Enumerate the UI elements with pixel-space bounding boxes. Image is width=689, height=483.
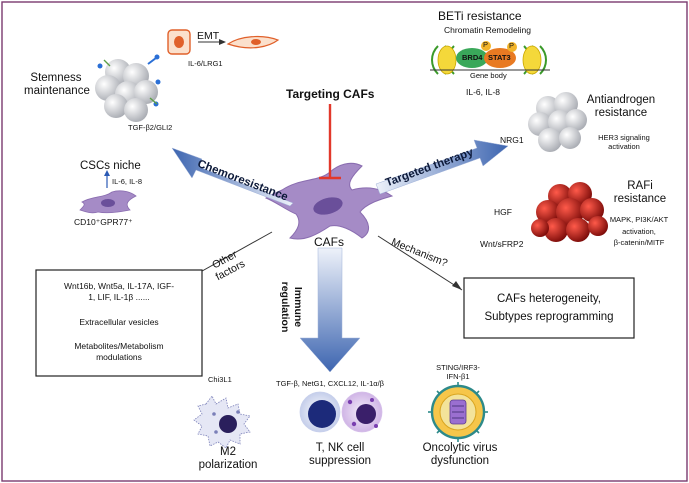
virus-title: Oncolytic virus dysfunction <box>408 442 512 468</box>
metabolism-line1: Metabolites/Metabolism <box>74 341 164 351</box>
antiandrogen-title: Antiandrogen resistance <box>578 94 664 120</box>
stat3-label: STAT3 <box>488 53 511 62</box>
emt-label: EMT <box>197 30 220 42</box>
stemness-title: Stemness maintenance <box>24 72 90 98</box>
m2-title-line2: polarization <box>198 459 258 472</box>
gene-body-label: Gene body <box>470 71 507 80</box>
other-factors-items: Wnt16b, Wnt5a, IL-17A, IGF- 1, LIF, IL-1… <box>38 281 200 303</box>
virus-factor-line1: STING/IRF3- <box>436 363 480 372</box>
immune-regulation-label: Immune regulation <box>278 262 304 352</box>
tnk-title: T, NK cell suppression <box>290 442 390 468</box>
rafi-factor-wnt: Wnt/sFRP2 <box>480 239 524 249</box>
beti-chromatin-diagram <box>430 41 550 75</box>
stemness-title-line1: Stemness <box>30 72 82 84</box>
immune-label-line1: Immune <box>292 286 304 328</box>
rafi-note-line2: activation, <box>622 226 656 236</box>
targeting-cafs-label: Targeting CAFs <box>286 87 375 101</box>
mechanism-text: CAFs heterogeneity, Subtypes reprogrammi… <box>466 290 632 327</box>
tnk-factor: TGF-β, NetG1, CXCL12, IL-1α/β <box>276 379 384 388</box>
rafi-title-line2: resistance <box>613 193 667 206</box>
antiandrogen-note: HER3 signaling activation <box>588 133 660 151</box>
m2-title-line1: M2 <box>220 446 236 458</box>
stemness-factor: TGF-β2/GLI2 <box>128 123 173 132</box>
metabolism-line2: modulations <box>96 352 142 363</box>
cafs-center-label: CAFs <box>314 235 344 249</box>
tnk-title-line2: suppression <box>308 455 371 468</box>
csc-niche-title: CSCs niche <box>80 160 141 172</box>
targeted-therapy-arrow <box>375 139 509 195</box>
beti-subtitle: Chromatin Remodeling <box>444 25 531 35</box>
antiandrogen-title-line2: resistance <box>594 107 648 120</box>
beti-factor: IL-6, IL-8 <box>466 87 501 97</box>
emt-epithelial-cell <box>167 29 191 55</box>
csc-niche-cell <box>79 170 137 214</box>
chemoresistance-arrow <box>171 147 294 207</box>
emt-mesenchymal-cell <box>226 35 280 49</box>
m2-factor: Chi3L1 <box>208 375 232 384</box>
virus-factor-line2: IFN-β1 <box>446 371 470 381</box>
stemness-spheroid <box>95 54 161 122</box>
emt-arrow <box>198 39 226 45</box>
t-cell <box>299 391 341 433</box>
antiandrogen-note-line1: HER3 signaling <box>598 133 650 142</box>
mechanism-line1: CAFs heterogeneity, <box>497 293 601 305</box>
csc-factor: IL-6, IL-8 <box>112 177 143 186</box>
immune-label-line2: regulation <box>278 281 291 333</box>
rafi-factor-hgf: HGF <box>494 207 512 217</box>
other-factors-items-line2: 1, LIF, IL-1β ...... <box>88 292 150 303</box>
virus-title-line1: Oncolytic virus <box>422 442 498 454</box>
virus-factor: STING/IRF3- IFN-β1 <box>426 363 490 381</box>
csc-marker: CD10⁺GPR77⁺ <box>74 217 133 227</box>
rafi-note: MAPK, PI3K/AKT activation, β-catenin/MIT… <box>600 214 678 249</box>
mechanism-arrow <box>377 235 463 291</box>
mechanism-box <box>463 277 635 339</box>
rafi-note-line1: MAPK, PI3K/AKT <box>609 215 669 224</box>
m2-macrophage <box>193 395 251 449</box>
tnk-title-line1: T, NK cell <box>315 442 365 454</box>
virus-title-line2: dysfunction <box>430 455 490 468</box>
oncolytic-virus <box>428 382 488 442</box>
beti-title: BETi resistance <box>438 9 522 23</box>
m2-title: M2 polarization <box>180 446 276 472</box>
metabolism-text: Metabolites/Metabolism modulations <box>38 341 200 363</box>
nk-cell <box>341 391 383 433</box>
other-factors-items-line1: Wnt16b, Wnt5a, IL-17A, IGF- <box>63 281 175 291</box>
extracellular-vesicles: Extracellular vesicles <box>79 317 159 327</box>
immune-regulation-arrow <box>299 247 361 373</box>
emt-factor: IL-6/LRG1 <box>188 59 223 68</box>
antiandrogen-spheroid <box>528 92 587 152</box>
phospho-label-2: P <box>509 41 515 50</box>
rafi-title-line1: RAFi <box>627 180 653 192</box>
rafi-title: RAFi resistance <box>612 180 668 206</box>
phospho-label-1: P <box>483 40 489 49</box>
inhibition-marker <box>319 104 341 180</box>
mechanism-line2: Subtypes reprogramming <box>484 311 614 324</box>
antiandrogen-factor: NRG1 <box>500 135 524 145</box>
antiandrogen-title-line1: Antiandrogen <box>586 94 656 106</box>
brd4-label: BRD4 <box>462 53 483 62</box>
other-factors-box <box>35 269 203 377</box>
caf-cell <box>264 162 394 240</box>
rafi-spheroid <box>531 182 608 242</box>
rafi-note-line3: β-catenin/MITF <box>613 238 665 248</box>
stemness-title-line2: maintenance <box>24 85 90 98</box>
antiandrogen-note-line2: activation <box>608 141 640 151</box>
